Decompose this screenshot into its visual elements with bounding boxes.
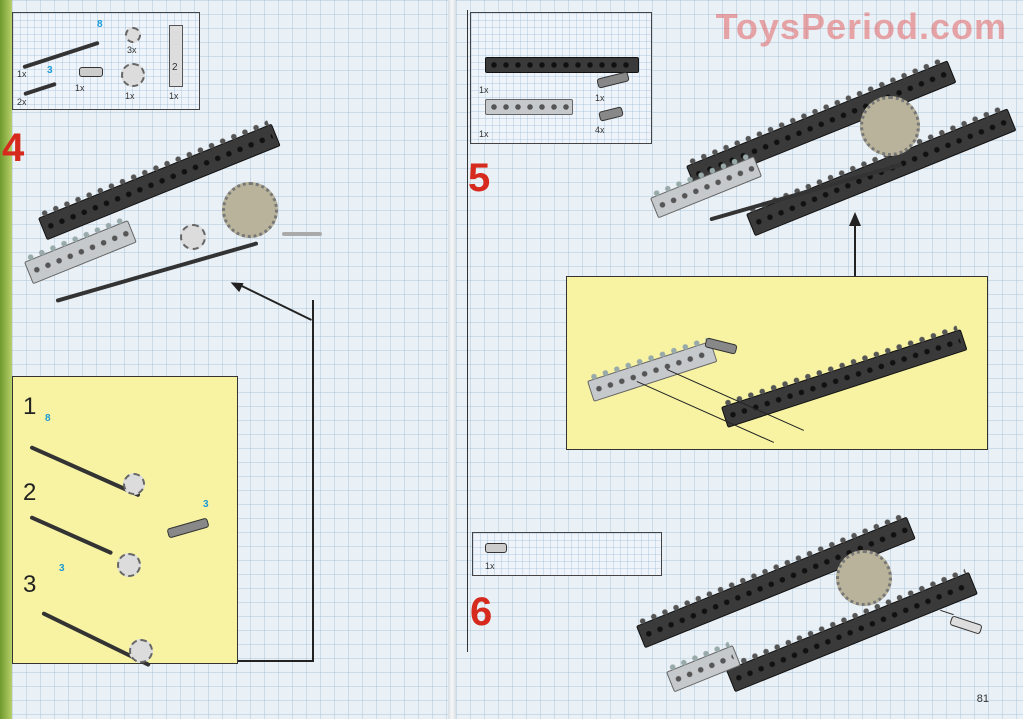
bush-part-6 xyxy=(485,543,507,553)
beam-qty: 1x xyxy=(169,91,179,101)
step-number-6: 6 xyxy=(470,590,493,634)
chassis6-differential xyxy=(836,550,892,606)
short-pin-part xyxy=(598,106,624,122)
arrow-head-icon xyxy=(228,277,244,293)
light-beam xyxy=(24,216,137,285)
page-number: 81 xyxy=(976,693,989,705)
bevel-gear-part xyxy=(121,63,145,87)
bush-part xyxy=(79,67,103,77)
substep-1-gear xyxy=(123,473,145,495)
substep-3: 3 xyxy=(23,571,37,598)
substep-3-gear xyxy=(129,639,153,663)
substep-2-length-b: 3 xyxy=(59,563,65,574)
small-gear-qty: 3x xyxy=(127,45,137,55)
long-pin-part xyxy=(596,71,630,89)
callout-dark-beam xyxy=(721,325,968,428)
axle-3-length: 3 xyxy=(47,65,53,76)
output-axle xyxy=(282,232,322,236)
substep-2-length-a: 3 xyxy=(203,499,209,510)
beam-part: 2 xyxy=(169,25,183,87)
parts-box-step-6: 1x xyxy=(472,532,662,576)
chassis6-bush xyxy=(949,615,983,635)
callout-light-beam xyxy=(587,336,718,402)
left-page: 8 1x 3 2x 1x 3x 1x 2 1x 4 1 8 2 3 xyxy=(2,0,448,719)
chassis6-light-beam xyxy=(666,641,741,693)
bevel-gear-qty: 1x xyxy=(125,91,135,101)
parts-box-step-4: 8 1x 3 2x 1x 3x 1x 2 1x xyxy=(12,12,200,110)
subassembly-callout: 1 8 2 3 3 3 xyxy=(12,376,238,668)
page-divider-line xyxy=(467,10,468,652)
page-edge-strip xyxy=(0,0,12,719)
short-pin-qty: 4x xyxy=(595,125,605,135)
differential-gear xyxy=(222,182,278,238)
axle-8-part xyxy=(22,40,100,70)
long-beam-part xyxy=(485,57,639,73)
axle-3-qty: 2x xyxy=(17,97,27,107)
step-number-5: 5 xyxy=(468,156,491,200)
bevel-gear xyxy=(180,224,206,250)
substep-2-gear xyxy=(117,553,141,577)
arrow-line-diagonal xyxy=(239,284,312,321)
arrow-line-bottom xyxy=(238,660,314,662)
arrow-line-vertical xyxy=(312,300,314,660)
substep-1: 1 xyxy=(23,393,37,420)
chassis6-arrow xyxy=(940,609,954,616)
bush-qty-6: 1x xyxy=(485,561,495,571)
small-gear-part xyxy=(125,27,141,43)
arrow-up-icon xyxy=(849,212,861,226)
beam-attach-callout xyxy=(566,276,988,450)
substep-1-axle-length: 8 xyxy=(45,413,51,424)
bush-qty: 1x xyxy=(75,83,85,93)
chassis-differential xyxy=(860,96,920,156)
substep-2-axle-short xyxy=(166,517,210,539)
axle-8-qty: 1x xyxy=(17,69,27,79)
axle-3-part xyxy=(23,81,57,97)
parts-box-step-5: 1x 1x 1x 4x xyxy=(470,12,652,144)
axle-8-length: 8 xyxy=(97,19,103,30)
book-spine xyxy=(448,0,456,719)
short-beam-part xyxy=(485,99,573,115)
substep-2-axle xyxy=(29,515,114,556)
beam-label: 2 xyxy=(172,62,178,73)
watermark: ToysPeriod.com xyxy=(715,6,1007,47)
step-number-4: 4 xyxy=(2,126,25,170)
short-beam-qty: 1x xyxy=(479,129,489,139)
substep-2: 2 xyxy=(23,479,37,506)
long-beam-qty: 1x xyxy=(479,85,489,95)
arrow-up-line xyxy=(854,224,856,276)
long-pin-qty: 1x xyxy=(595,93,605,103)
right-page: 1x 1x 1x 4x 5 1x 6 xyxy=(456,0,1023,719)
